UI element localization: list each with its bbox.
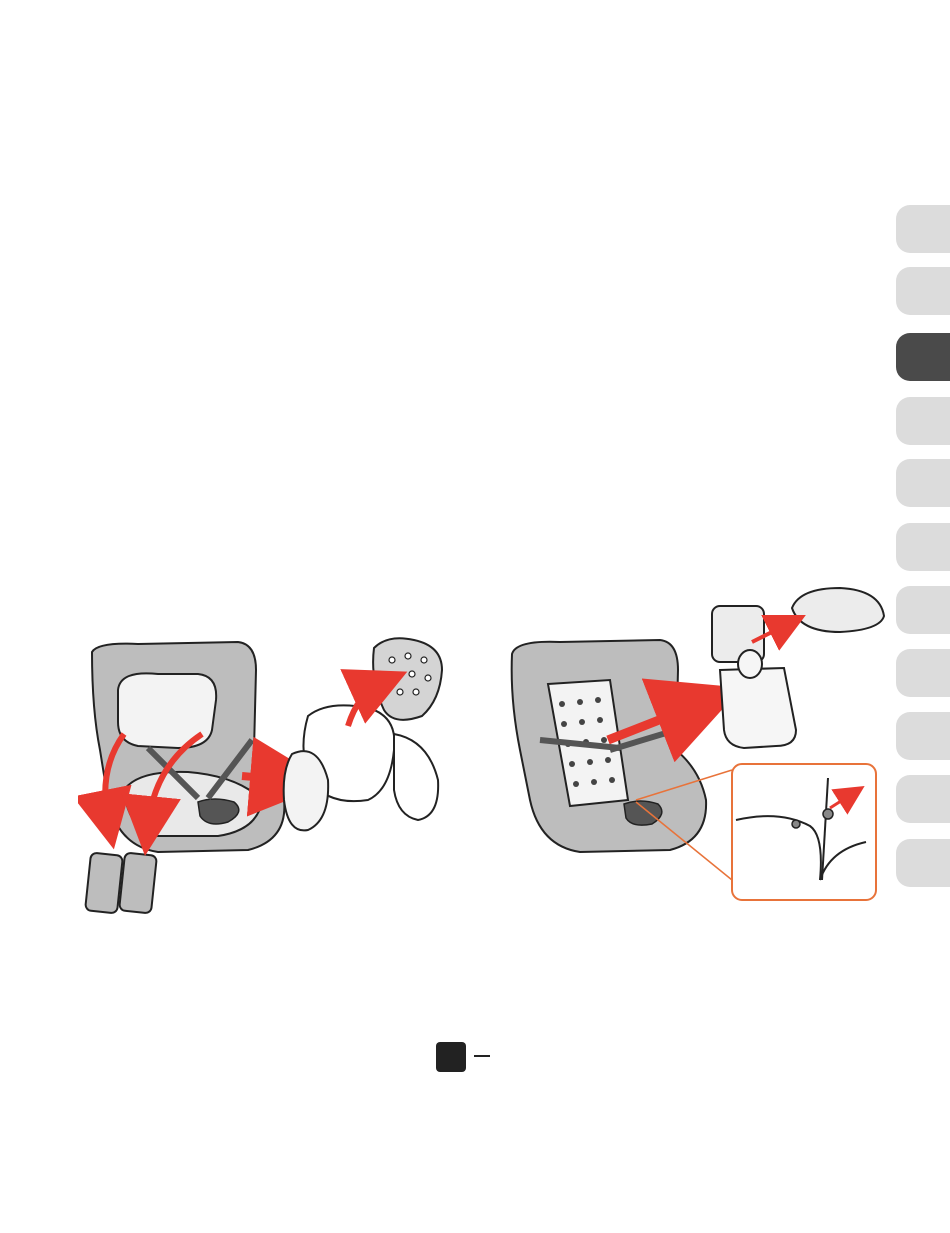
chapter-tab[interactable] (896, 649, 950, 697)
illustration-cover-removal (78, 630, 478, 920)
page-number-dash (474, 1055, 490, 1057)
chapter-tab[interactable] (896, 839, 950, 887)
car-seat-cover-removal-icon (78, 630, 478, 920)
page-number-marker (436, 1042, 466, 1072)
chapter-tab[interactable] (896, 712, 950, 760)
chapter-tab[interactable] (896, 775, 950, 823)
chapter-tab[interactable] (896, 586, 950, 634)
illustration-inner-cushion-removal (500, 580, 890, 910)
chapter-tab[interactable] (896, 459, 950, 507)
chapter-tab[interactable] (896, 267, 950, 315)
chapter-tab[interactable] (896, 205, 950, 253)
chapter-tab[interactable] (896, 523, 950, 571)
chapter-tab[interactable] (896, 397, 950, 445)
chapter-tab-active[interactable] (896, 333, 950, 381)
car-seat-inner-cushion-removal-icon (500, 580, 890, 910)
